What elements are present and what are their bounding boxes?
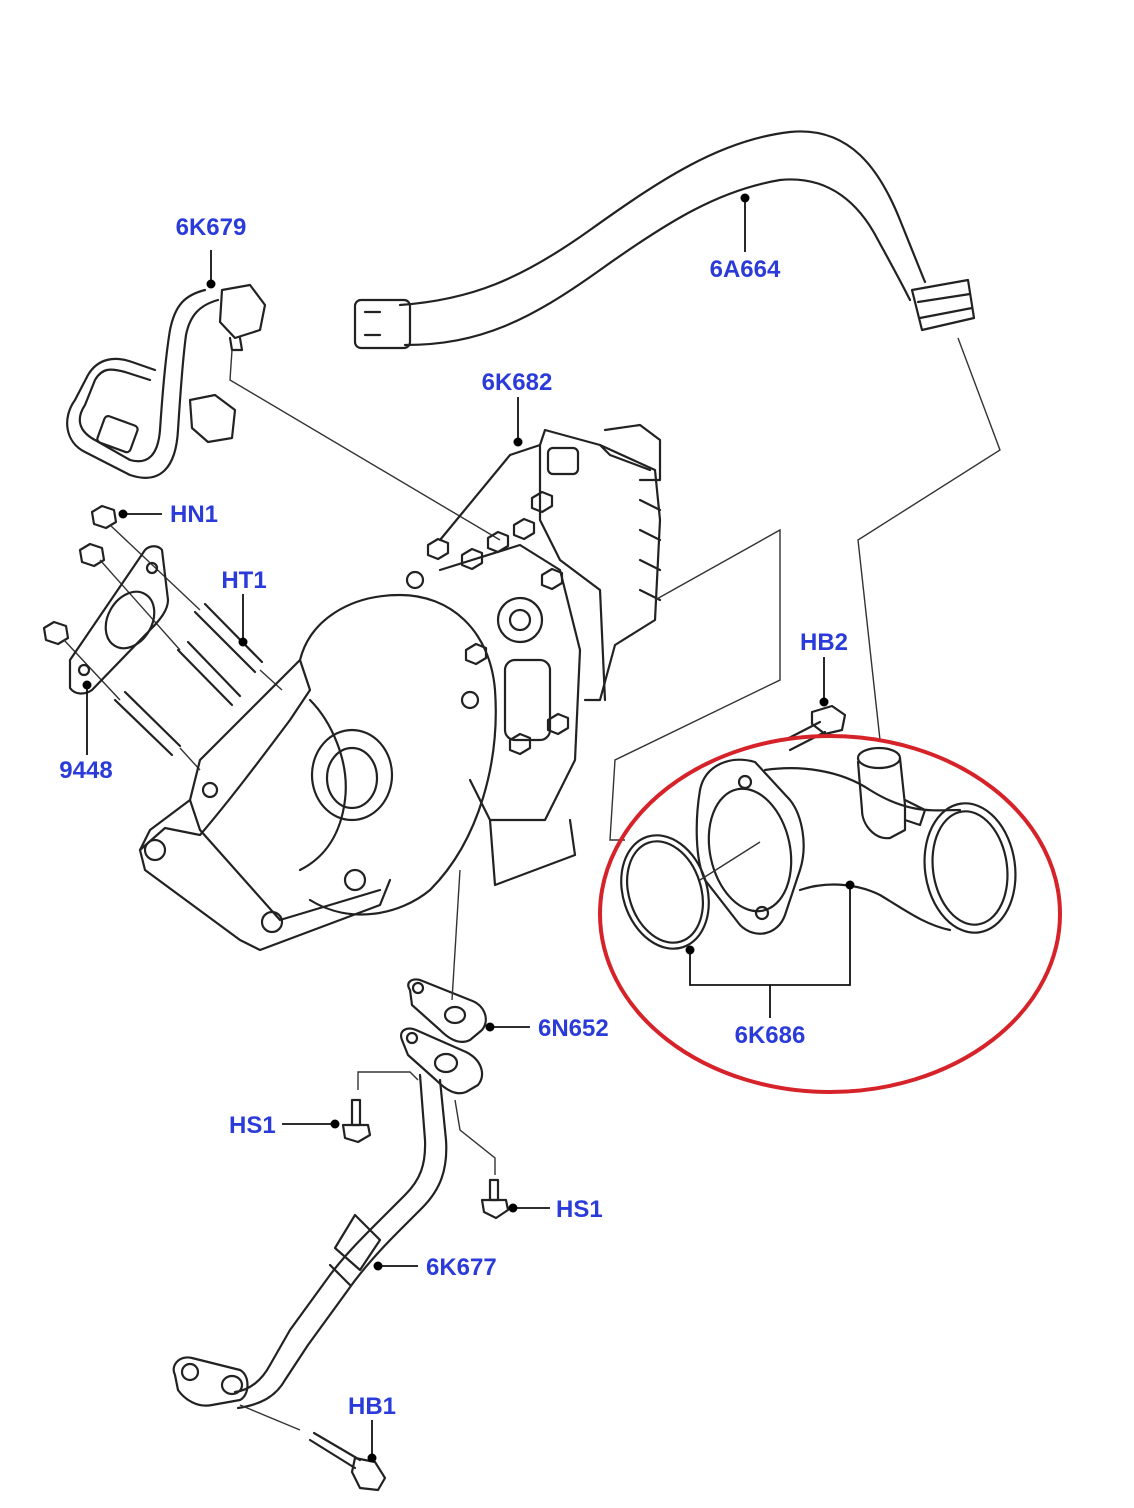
label-6K679: 6K679 [176, 214, 247, 241]
gasket-9448 [68, 545, 170, 695]
label-9448: 9448 [59, 757, 112, 784]
label-HN1: HN1 [170, 501, 218, 528]
part-labels: 6K679 6A664 6K682 HN1 HT1 HB2 9448 6N652… [59, 214, 848, 1420]
gaskets-6N652 [400, 869, 487, 1095]
label-HB2: HB2 [800, 629, 848, 656]
label-6N652: 6N652 [538, 1015, 609, 1042]
leader-lines [82, 193, 855, 1463]
label-HS1-left: HS1 [229, 1112, 276, 1139]
bolt-HB1 [239, 1404, 387, 1492]
label-6K686: 6K686 [735, 1022, 806, 1049]
actuator-6K682 [438, 423, 781, 841]
pipe-6K677 [172, 1073, 448, 1410]
label-6A664: 6A664 [710, 256, 781, 283]
hose-6A664 [353, 130, 976, 350]
bolts-HS1-left [341, 1071, 419, 1144]
leader-oring-gasket [699, 841, 761, 881]
bolt-HB2 [783, 704, 847, 752]
bolts-HS1-right [454, 1099, 510, 1220]
studs-HT1 [113, 602, 283, 771]
label-HB1: HB1 [348, 1393, 396, 1420]
leader-pipe-to-turbo [229, 349, 501, 541]
label-6K677: 6K677 [426, 1254, 497, 1281]
pipe-6K679 [66, 283, 267, 479]
label-HT1: HT1 [221, 567, 266, 594]
nuts-HN1 [42, 504, 201, 701]
intake-pipe-6K686 [620, 337, 1017, 950]
label-6K682: 6K682 [482, 369, 553, 396]
highlight-ring [598, 734, 1062, 1094]
turbocharger-body [138, 490, 582, 952]
label-HS1-right: HS1 [556, 1196, 603, 1223]
